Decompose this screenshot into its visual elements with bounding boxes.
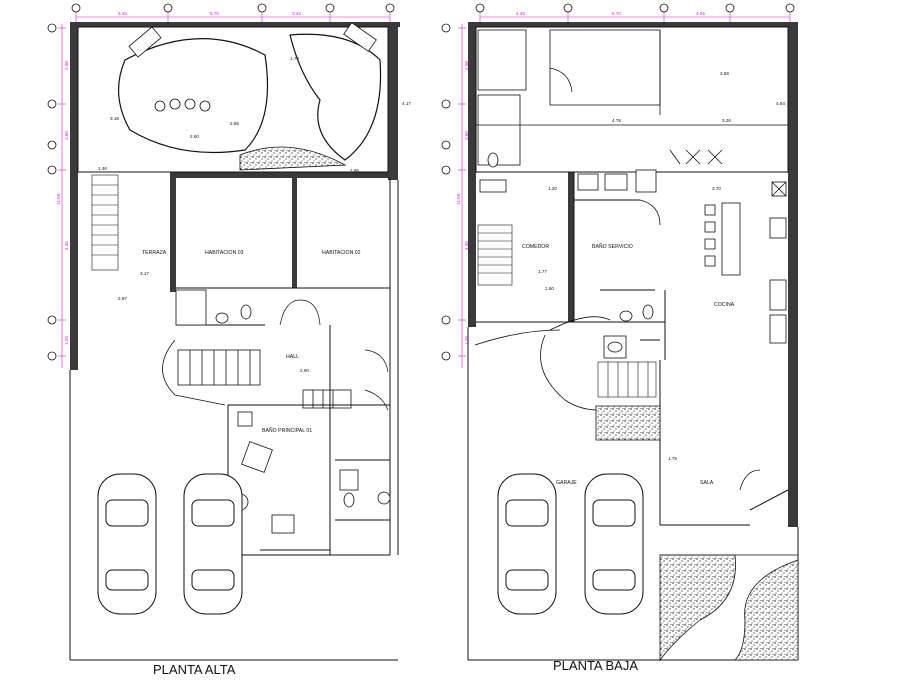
svg-text:4.17: 4.17 bbox=[402, 101, 411, 106]
dim-left-alta-3: 11.58 bbox=[56, 193, 61, 205]
grid-markers-left-alta bbox=[47, 23, 57, 361]
garden-gravel-2 bbox=[659, 554, 736, 662]
dims-misc-baja: 3.58 4.78 3.26 3.70 1.20 1.60 1.77 4.64 … bbox=[538, 71, 785, 461]
svg-text:1.75: 1.75 bbox=[668, 456, 677, 461]
svg-text:4.78: 4.78 bbox=[612, 118, 621, 123]
room-label-comedor: COMEDOR bbox=[522, 244, 549, 250]
svg-text:1.60: 1.60 bbox=[545, 286, 554, 291]
dims-misc-alta: 3.16 2.85 2.60 3.17 2.97 1.46 2.65 1.70 … bbox=[98, 56, 411, 373]
garden-gravel-1 bbox=[595, 405, 661, 441]
svg-text:1.46: 1.46 bbox=[98, 166, 107, 171]
spiral-stair-alta bbox=[162, 339, 352, 409]
svg-text:1.20: 1.20 bbox=[548, 186, 557, 191]
dim-top-baja-3: 4.25 bbox=[696, 11, 705, 16]
svg-text:2.85: 2.85 bbox=[230, 121, 239, 126]
walls-baja bbox=[468, 22, 798, 527]
dim-top-baja-2: 5.70 bbox=[612, 11, 621, 16]
dim-left-baja-1: 2.98 bbox=[464, 61, 469, 70]
dim-left-baja-5: 1.25 bbox=[464, 336, 469, 345]
dim-left-alta-1: 2.98 bbox=[64, 61, 69, 70]
plan-title-baja: PLANTA BAJA bbox=[553, 658, 638, 673]
dim-top-baja-1: 4.45 bbox=[516, 11, 525, 16]
svg-text:4.64: 4.64 bbox=[776, 101, 785, 106]
room-label-bano-principal: BAÑO PRINCIPAL 01 bbox=[262, 427, 312, 434]
walls-alta bbox=[70, 22, 400, 370]
terrace-curve-alta bbox=[117, 38, 269, 154]
svg-text:3.70: 3.70 bbox=[712, 186, 721, 191]
room-label-habitacion-02: HABITACION 02 bbox=[322, 250, 361, 256]
plan-baja: 4.45 5.70 4.25 2.98 2.60 11.58 4.45 1.25 bbox=[441, 3, 799, 673]
svg-text:2.90: 2.90 bbox=[300, 368, 309, 373]
dim-top-alta-2: 5.70 bbox=[210, 11, 219, 16]
cars-baja bbox=[497, 473, 644, 615]
dim-top-alta-3: 3.42 bbox=[292, 11, 301, 16]
dimension-top-alta bbox=[75, 12, 391, 22]
room-label-hall: HALL bbox=[286, 354, 299, 360]
svg-text:1.70: 1.70 bbox=[290, 56, 299, 61]
svg-text:3.16: 3.16 bbox=[110, 116, 119, 121]
dim-left-baja-2: 2.60 bbox=[464, 131, 469, 140]
plan-alta: 6.45 5.70 3.42 2.98 2.60 11.58 4.45 1.25 bbox=[47, 3, 411, 677]
dim-left-alta-4: 4.45 bbox=[64, 241, 69, 250]
room-label-habitacion-03: HABITACION 03 bbox=[205, 250, 244, 256]
dim-left-baja-3: 11.58 bbox=[456, 193, 461, 205]
dim-left-alta-5: 1.25 bbox=[64, 336, 69, 345]
dim-left-baja-4: 4.45 bbox=[464, 241, 469, 250]
plan-title-alta: PLANTA ALTA bbox=[153, 662, 236, 677]
svg-text:2.65: 2.65 bbox=[350, 168, 359, 173]
garden-gravel-3 bbox=[734, 559, 799, 661]
room-label-bano-servicio: BAÑO SERVICIO bbox=[592, 243, 633, 250]
grid-markers-top-alta bbox=[71, 3, 395, 13]
dim-top-alta-1: 6.45 bbox=[118, 11, 127, 16]
svg-text:2.60: 2.60 bbox=[190, 134, 199, 139]
stairs-left-alta bbox=[91, 174, 119, 271]
room-label-terraza: TERRAZA bbox=[142, 250, 167, 256]
cars-alta bbox=[97, 473, 243, 615]
svg-text:3.17: 3.17 bbox=[140, 271, 149, 276]
dim-left-alta-2: 2.60 bbox=[64, 131, 69, 140]
room-label-cocina: COCINA bbox=[714, 302, 735, 308]
svg-text:1.77: 1.77 bbox=[538, 269, 547, 274]
room-label-garaje: GARAJE bbox=[556, 480, 577, 486]
svg-text:3.26: 3.26 bbox=[722, 118, 731, 123]
svg-text:3.58: 3.58 bbox=[720, 71, 729, 76]
room-label-sala: SALA bbox=[700, 480, 714, 486]
svg-text:2.97: 2.97 bbox=[118, 296, 127, 301]
